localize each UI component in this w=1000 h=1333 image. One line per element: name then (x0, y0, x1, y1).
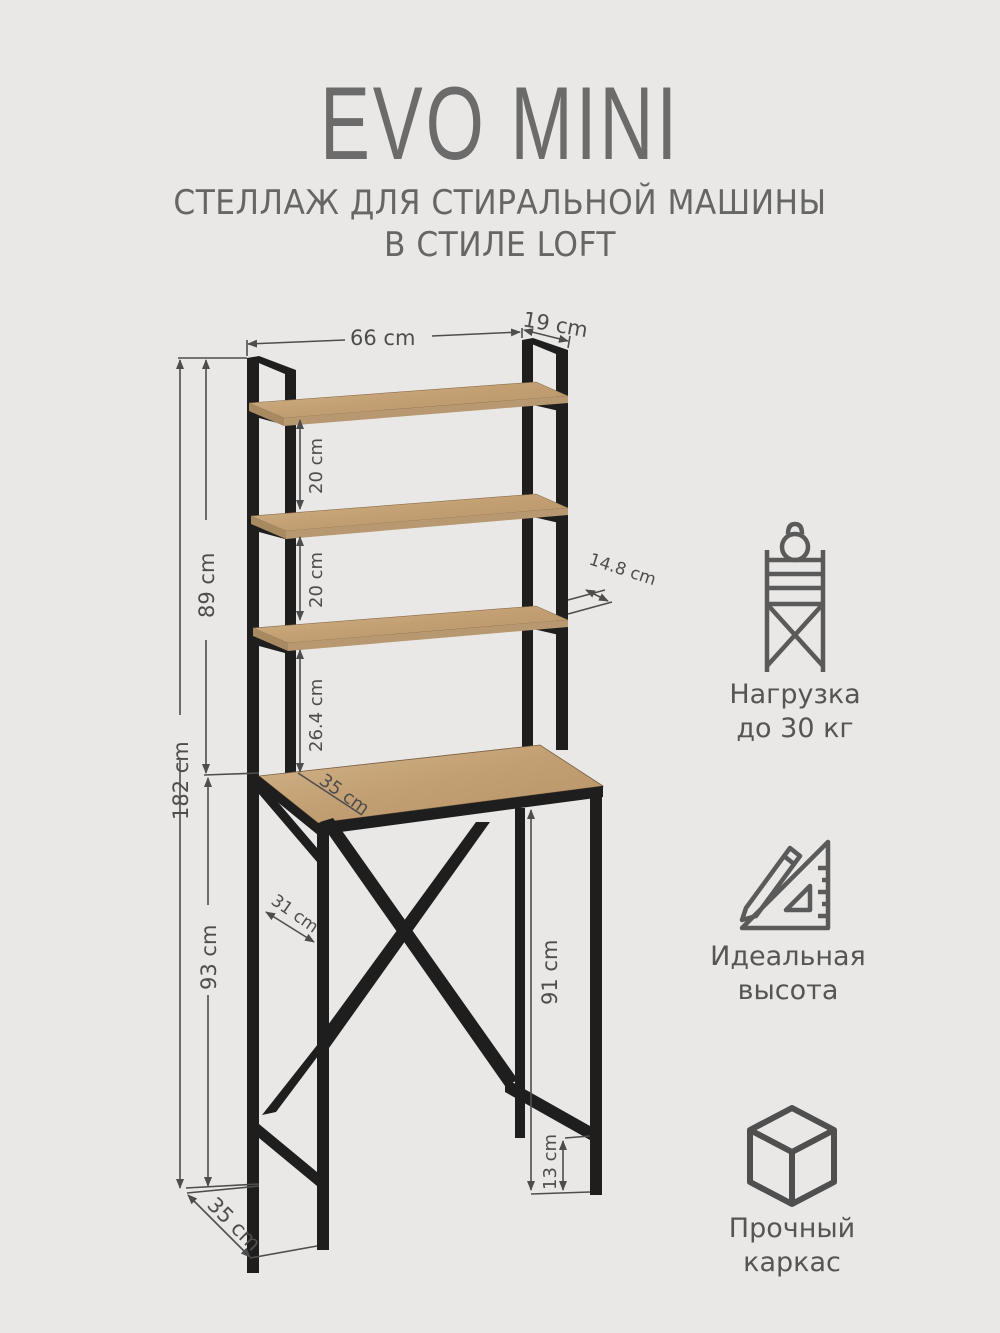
weight-shelf-icon (764, 521, 826, 672)
feature-frame-line1: Прочный (728, 1213, 856, 1244)
feature-frame-line2: каркас (743, 1247, 841, 1278)
lower-frame (259, 780, 602, 1250)
dim-shelf-gap3-label: 26.4 cm (306, 679, 327, 752)
dim-width-label: 66 cm (350, 326, 415, 350)
product-title: EVO MINI (319, 66, 681, 182)
shelves (248, 381, 569, 651)
dim-shelf-depth-label: 14.8 cm (586, 550, 658, 590)
feature-height: Идеальная высота (678, 838, 898, 1008)
pencil-triangle-icon (739, 839, 831, 931)
dim-lower-height-label: 93 cm (197, 925, 221, 990)
dim-upper-height-label: 89 cm (195, 553, 219, 618)
feature-height-line1: Идеальная (710, 941, 866, 972)
table-top (257, 744, 605, 835)
cube-icon (747, 1105, 837, 1207)
dim-shelf-gap1-label: 20 cm (306, 438, 327, 494)
dimension-lines (176, 328, 613, 1259)
feature-frame: Прочный каркас (682, 1104, 902, 1280)
feature-load-line2: до 30 кг (736, 713, 854, 744)
feature-height-line2: высота (737, 975, 839, 1006)
dim-bottom-bar-label: 13 cm (540, 1134, 561, 1190)
dim-clearance-label: 91 cm (538, 940, 562, 1005)
dim-total-height-label: 182 cm (169, 741, 193, 820)
product-subtitle-line1: СТЕЛЛАЖ ДЛЯ СТИРАЛЬНОЙ МАШИНЫ (173, 183, 827, 223)
feature-load: Нагрузка до 30 кг (685, 520, 905, 746)
dim-shelf-gap2-label: 20 cm (306, 552, 327, 608)
product-subtitle-line2: В СТИЛЕ LOFT (384, 225, 616, 265)
feature-load-line1: Нагрузка (729, 679, 861, 710)
